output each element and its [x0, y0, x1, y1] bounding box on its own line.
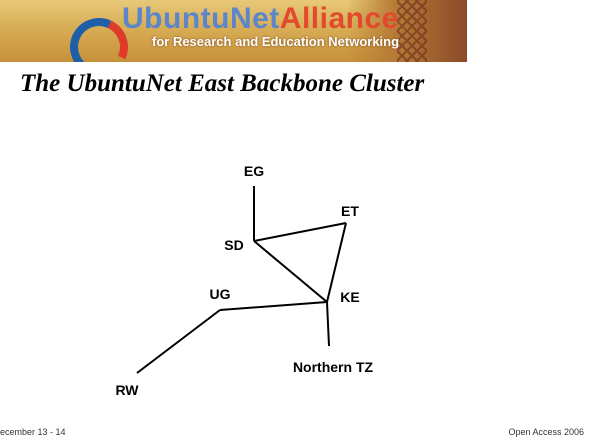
link-ug-ke	[219, 301, 328, 311]
brand-part2: Alliance	[279, 2, 399, 35]
radio-tower-icon	[397, 0, 427, 62]
brand-tagline: for Research and Education Networking	[152, 34, 400, 49]
node-label-eg: EG	[244, 163, 264, 179]
link-et-ke	[326, 222, 347, 303]
footer-date: ecember 13 - 14	[0, 427, 66, 437]
node-label-ke: KE	[340, 289, 359, 305]
node-label-ntz: Northern TZ	[293, 359, 374, 375]
diagram-links	[136, 186, 347, 374]
link-ke-ntz	[326, 301, 330, 347]
brand-part1: UbuntuNet	[122, 2, 280, 35]
node-label-et: ET	[341, 203, 359, 219]
brand-name: UbuntuNetAlliance	[122, 2, 399, 36]
node-label-rw: RW	[115, 382, 139, 398]
node-label-ug: UG	[210, 286, 231, 302]
diagram-labels: EG ET SD UG KE Northern TZ RW	[115, 163, 373, 398]
footer-event: Open Access 2006	[508, 427, 584, 437]
slide-title: The UbuntuNet East Backbone Cluster	[20, 70, 425, 97]
link-sd-ke	[253, 240, 328, 303]
link-ug-rw	[136, 309, 221, 374]
header-banner: UbuntuNetAlliance for Research and Educa…	[0, 0, 467, 62]
node-label-sd: SD	[224, 237, 243, 253]
link-sd-et	[253, 222, 347, 242]
